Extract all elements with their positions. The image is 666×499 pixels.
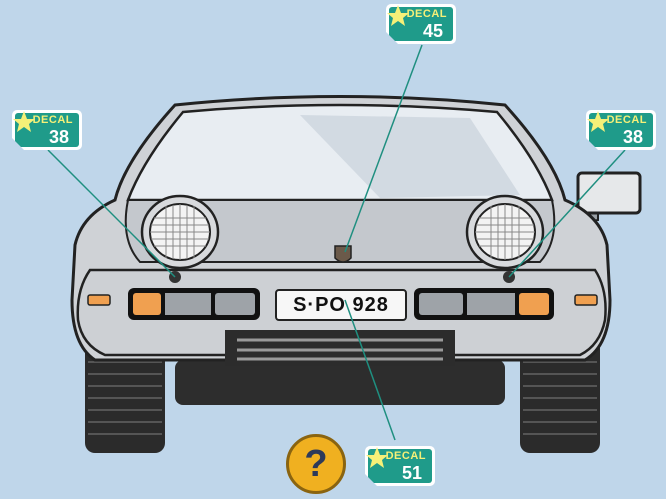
decal-header: DECAL	[407, 7, 447, 21]
decal-number: 45	[423, 21, 443, 41]
right-light-cluster	[414, 288, 554, 320]
page-curl-icon	[12, 138, 24, 150]
page-curl-icon	[386, 32, 398, 44]
star-icon	[386, 4, 410, 28]
star-icon	[12, 110, 36, 134]
decal-badge-45[interactable]: DECAL 45	[386, 4, 456, 44]
left-side-marker	[88, 295, 110, 305]
lower-grille	[225, 330, 455, 366]
hood-crest	[335, 246, 351, 262]
decal-header: DECAL	[386, 449, 426, 463]
decal-header: DECAL	[607, 113, 647, 127]
star-icon	[365, 446, 389, 470]
page-curl-icon	[365, 474, 377, 486]
underbody	[175, 360, 505, 405]
right-side-marker	[575, 295, 597, 305]
help-button[interactable]: ?	[286, 434, 346, 494]
decal-badge-38-left[interactable]: DECAL 38	[12, 110, 82, 150]
right-headlight	[467, 196, 543, 268]
decal-number: 38	[49, 127, 69, 147]
decal-badge-51[interactable]: DECAL 51	[365, 446, 435, 486]
decal-badge-38-right[interactable]: DECAL 38	[586, 110, 656, 150]
decal-header: DECAL	[33, 113, 73, 127]
left-headlight	[142, 196, 218, 268]
decal-number: 38	[623, 127, 643, 147]
page-curl-icon	[586, 138, 598, 150]
license-plate-text: S·PO 928	[278, 292, 404, 318]
star-icon	[586, 110, 610, 134]
question-mark-icon: ?	[289, 443, 343, 485]
decal-number: 51	[402, 463, 422, 483]
left-light-cluster	[128, 288, 260, 320]
